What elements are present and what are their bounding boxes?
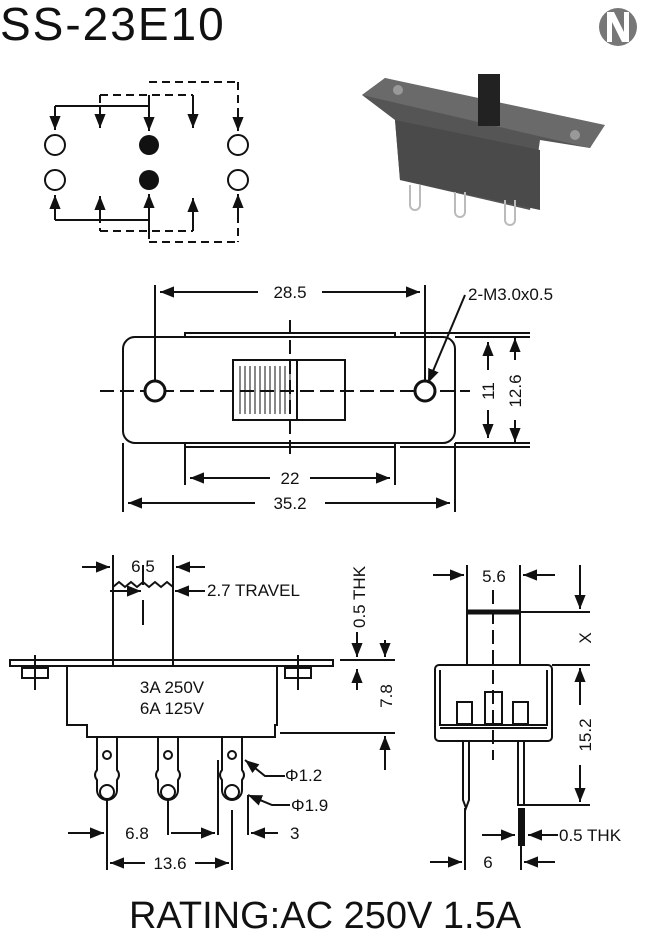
dim-mounting-pitch: 28.5 xyxy=(273,283,306,302)
rating-3a-250v: 3A 250V xyxy=(140,678,205,697)
dim-actuator-width-end: 5.6 xyxy=(482,567,506,586)
product-photo xyxy=(362,74,605,226)
dim-body-length: 22 xyxy=(281,469,300,488)
dim-pin-spacing: 6 xyxy=(483,853,492,872)
hole-large-dia: Φ1.9 xyxy=(291,796,328,815)
pin-thickness: 0.5 THK xyxy=(559,826,622,845)
dim-body-height: 7.8 xyxy=(377,684,396,708)
dim-overall-length: 35.2 xyxy=(273,494,306,513)
travel-label: 2.7 TRAVEL xyxy=(207,581,300,600)
dim-pitch-total: 13.6 xyxy=(153,854,186,873)
dim-outer-height: 12.6 xyxy=(506,374,525,407)
brand-logo xyxy=(599,8,637,46)
part-title: SS-23E10 xyxy=(0,0,226,50)
rating-footer: RATING:AC 250V 1.5A xyxy=(129,895,522,934)
plate-thickness: 0.5 THK xyxy=(350,565,369,628)
end-view-drawing xyxy=(430,565,590,870)
dim-actuator-height: X xyxy=(576,632,595,643)
dim-inner-height: 11 xyxy=(479,382,498,400)
dim-tab: 3 xyxy=(290,824,299,843)
thread-spec: 2-M3.0x0.5 xyxy=(468,285,553,304)
top-view-drawing xyxy=(100,285,530,512)
hole-small-dia: Φ1.2 xyxy=(285,766,322,785)
circuit-schematic xyxy=(44,81,249,243)
dim-actuator-width: 6.5 xyxy=(131,557,155,576)
dim-pitch: 6.8 xyxy=(125,824,149,843)
rating-6a-125v: 6A 125V xyxy=(140,699,205,718)
dim-pin-length: 15.2 xyxy=(576,718,595,751)
side-view-drawing xyxy=(9,555,395,870)
